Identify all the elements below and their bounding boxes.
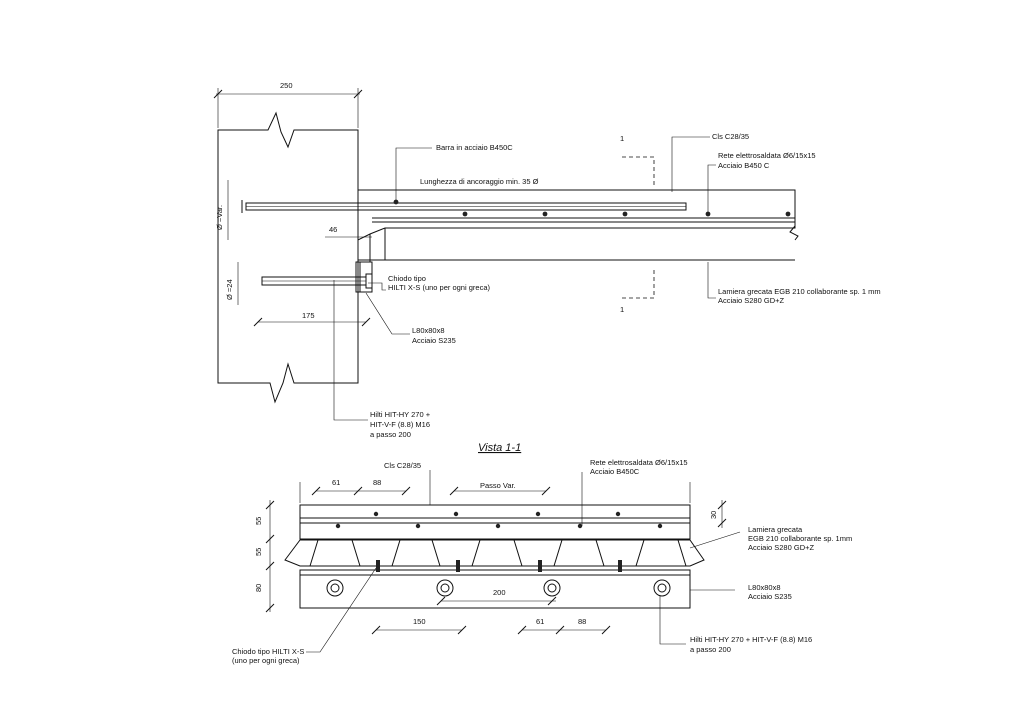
view-label-deck-3: Acciaio S280 GD+Z [748,543,814,552]
label-mesh-1: Rete elettrosaldata Ø6/15x15 [718,151,816,160]
dim-30: 30 [709,511,718,519]
steel-angle [355,261,373,293]
view-title: Vista 1-1 [478,442,521,454]
anchor-circle [543,579,561,597]
label-deck-1: Lamiera grecata EGB 210 collaborante sp.… [718,287,881,296]
view-label-mesh-1: Rete elettrosaldata Ø6/15x15 [590,458,688,467]
dim-88-bot: 88 [578,617,586,626]
concrete-slab [357,189,796,241]
view-angle-plate [299,569,691,609]
dim-passo: Passo Var. [480,481,516,490]
dim-phi-24: Ø =24 [225,279,234,300]
label-angle-2: Acciaio S235 [412,336,456,345]
cut-label-bottom: 1 [620,305,624,314]
view-label-cls: Cls C28/35 [384,461,421,470]
dim-200: 200 [493,588,506,597]
dim-175: 175 [302,311,315,320]
rebar-dot [393,199,399,205]
dim-80: 80 [254,584,263,592]
dim-61-bot: 61 [536,617,544,626]
dim-wall-width: 250 [280,81,293,90]
view-label-angle-1: L80x80x8 [748,583,781,592]
label-bar: Barra in acciaio B450C [436,143,513,152]
label-hilti-3: a passo 200 [370,430,411,439]
dim-55-a: 55 [254,517,263,525]
label-cls: Cls C28/35 [712,132,749,141]
steel-deck-ribs [284,539,705,567]
view-label-hilti-2: a passo 200 [690,645,731,654]
view-label-nail-1: Chiodo tipo HILTI X-S [232,647,304,656]
view-label-angle-2: Acciaio S235 [748,592,792,601]
label-angle-1: L80x80x8 [412,326,445,335]
view-label-deck-1: Lamiera grecata [748,525,803,534]
label-deck-2: Acciaio S280 GD+Z [718,296,784,305]
rebar-dot [622,211,628,217]
anchor-circle [653,579,671,597]
view-label-nail-2: (uno per ogni greca) [232,656,300,665]
label-mesh-2: Acciaio B450 C [718,161,770,170]
view-label-hilti-1: Hilti HIT-HY 270 + HIT-V-F (8.8) M16 [690,635,812,644]
dim-phi-var: Ø =Var. [215,205,224,230]
dim-61-top: 61 [332,478,340,487]
view-label-mesh-2: Acciaio B450C [590,467,640,476]
view-1-1: Vista 1-1 61 [232,442,852,665]
section-detail: 250 Ø =Var. Ø =24 [213,81,881,439]
rebar-dot [542,211,548,217]
anchor-circle [436,579,454,597]
dim-150: 150 [413,617,426,626]
label-hilti-2: HIT-V-F (8.8) M16 [370,420,430,429]
view-label-deck-2: EGB 210 collaborante sp. 1mm [748,534,852,543]
dim-55-b: 55 [254,548,263,556]
rebar-dot [705,211,711,217]
dim-88-top: 88 [373,478,381,487]
cut-label-top: 1 [620,134,624,143]
anchor-circle [326,579,344,597]
dim-46: 46 [329,225,337,234]
label-hilti-1: Hilti HIT-HY 270 + [370,410,431,419]
label-nail-2: HILTI X-S (uno per ogni greca) [388,283,490,292]
concrete-wall [217,111,359,404]
label-anchorage: Lunghezza di ancoraggio min. 35 Ø [420,177,539,186]
view-slab [299,504,691,540]
label-nail-1: Chiodo tipo [388,274,426,283]
rebar-dot [462,211,468,217]
rebar-dot [785,211,791,217]
